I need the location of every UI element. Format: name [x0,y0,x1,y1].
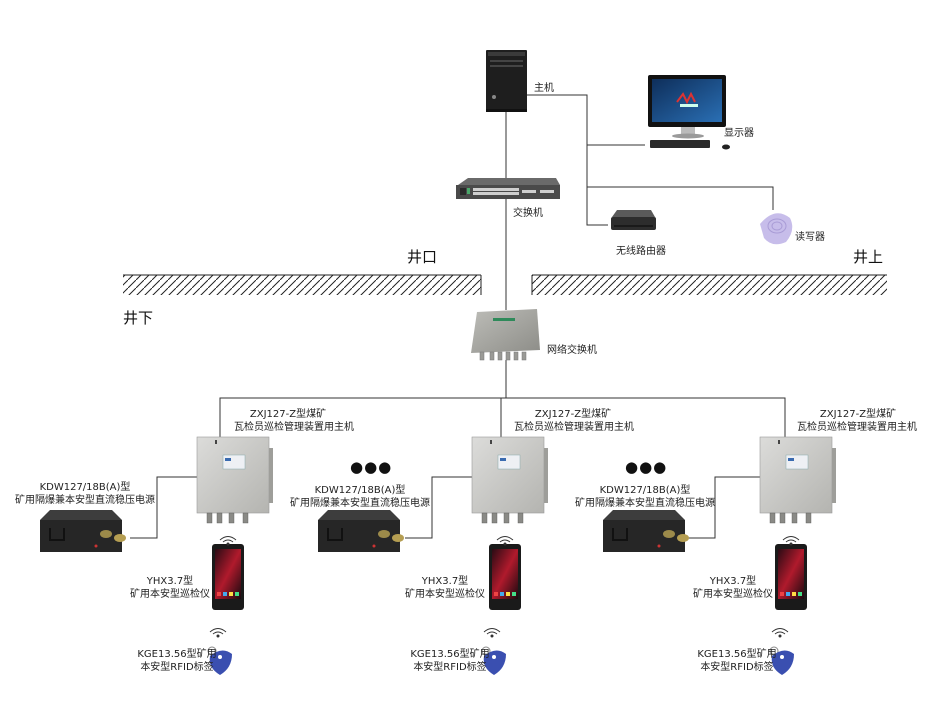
inspector-label: YHX3.7型 矿用本安型巡检仪 [400,575,490,601]
rfid-tag-label: KGE13.56型矿用 本安型RFID标签 [132,648,222,674]
wireless-signal-icon [496,536,514,546]
switch-label: 交换机 [513,208,543,219]
mine-host-box-icon [759,436,836,524]
host-device-model: ZXJ127-Z型煤矿 [819,409,897,420]
inspector-desc: 矿用本安型巡检仪 [405,589,485,600]
inspector-model: YHX3.7型 [146,576,194,587]
above-ground-label: 井上 [853,248,884,266]
wireless-router-icon [611,210,656,230]
wireless-signal-icon [782,536,800,546]
desktop-tower-icon [486,50,527,112]
inspector-phone-icon [775,544,807,610]
power-supply-desc: 矿用隔爆兼本安型直流稳压电源 [15,495,155,506]
rfid-tag-model: KGE13.56型矿用 [137,649,217,660]
router-label: 无线路由器 [616,246,666,257]
rfid-tag-icon [769,646,794,675]
ground-right [531,274,887,295]
rfid-tag-model: KGE13.56型矿用 [697,649,777,660]
rfid-tag-model: KGE13.56型矿用 [410,649,490,660]
host-label: 主机 [534,83,554,94]
reader-label: 读写器 [795,232,825,243]
rfid-tag-label: KGE13.56型矿用 本安型RFID标签 [405,648,495,674]
wireless-signal-icon [219,536,237,546]
ellipsis-icon: ●●● [625,458,668,476]
power-supply-icon [318,510,404,552]
inspector-label: YHX3.7型 矿用本安型巡检仪 [125,575,215,601]
host-device-model: ZXJ127-Z型煤矿 [249,409,327,420]
monitor-icon [648,75,730,150]
host-device-label: ZXJ127-Z型煤矿 [228,408,348,421]
inspector-desc: 矿用本安型巡检仪 [130,589,210,600]
rfid-reader-icon [760,213,793,245]
rfid-tag-desc: 本安型RFID标签 [413,662,487,673]
host-device-label: ZXJ127-Z型煤矿 [513,408,633,421]
network-switch-icon [456,178,560,199]
host-device-desc: 瓦检员巡检管理装置用主机 [797,422,917,433]
connection-lines [130,94,786,539]
wireless-signal-icon [483,628,501,638]
monitor-label: 显示器 [724,128,754,139]
power-supply-desc: 矿用隔爆兼本安型直流稳压电源 [575,498,715,509]
inspector-model: YHX3.7型 [709,576,757,587]
power-supply-icon [40,510,126,552]
wireless-signal-icon [209,628,227,638]
host-device-label: ZXJ127-Z型煤矿 [803,408,913,421]
inspector-model: YHX3.7型 [421,576,469,587]
rfid-tag-icon [481,646,506,675]
ellipsis-icon: ●●● [350,458,393,476]
underground-label: 井下 [123,309,154,327]
ground-left [123,274,482,295]
rfid-tag-icon [207,646,232,675]
wellhead-label: 井口 [407,248,438,266]
explosion-proof-switch-icon [471,309,540,361]
mine-host-box-icon [471,436,548,524]
power-supply-model: KDW127/18B(A)型 [599,485,691,496]
power-supply-label: KDW127/18B(A)型 矿用隔爆兼本安型直流稳压电源 [575,484,715,510]
host-device-desc: 瓦检员巡检管理装置用主机 [514,422,634,433]
rfid-tag-label: KGE13.56型矿用 本安型RFID标签 [692,648,782,674]
power-supply-label: KDW127/18B(A)型 矿用隔爆兼本安型直流稳压电源 [15,481,155,507]
mouse-icon [722,144,730,150]
power-supply-desc: 矿用隔爆兼本安型直流稳压电源 [290,498,430,509]
rfid-tag-desc: 本安型RFID标签 [700,662,774,673]
wireless-signal-icon [771,628,789,638]
power-supply-label: KDW127/18B(A)型 矿用隔爆兼本安型直流稳压电源 [290,484,430,510]
mine-host-box-icon [196,436,273,524]
inspector-label: YHX3.7型 矿用本安型巡检仪 [688,575,778,601]
power-supply-model: KDW127/18B(A)型 [39,482,131,493]
inspector-phone-icon [212,544,244,610]
rfid-tag-desc: 本安型RFID标签 [140,662,214,673]
host-device-desc: 瓦检员巡检管理装置用主机 [234,422,354,433]
network-switch-label: 网络交换机 [547,345,597,356]
keyboard-icon [650,140,710,148]
inspector-desc: 矿用本安型巡检仪 [693,589,773,600]
host-device-model: ZXJ127-Z型煤矿 [534,409,612,420]
inspector-phone-icon [489,544,521,610]
power-supply-icon [603,510,689,552]
power-supply-model: KDW127/18B(A)型 [314,485,406,496]
